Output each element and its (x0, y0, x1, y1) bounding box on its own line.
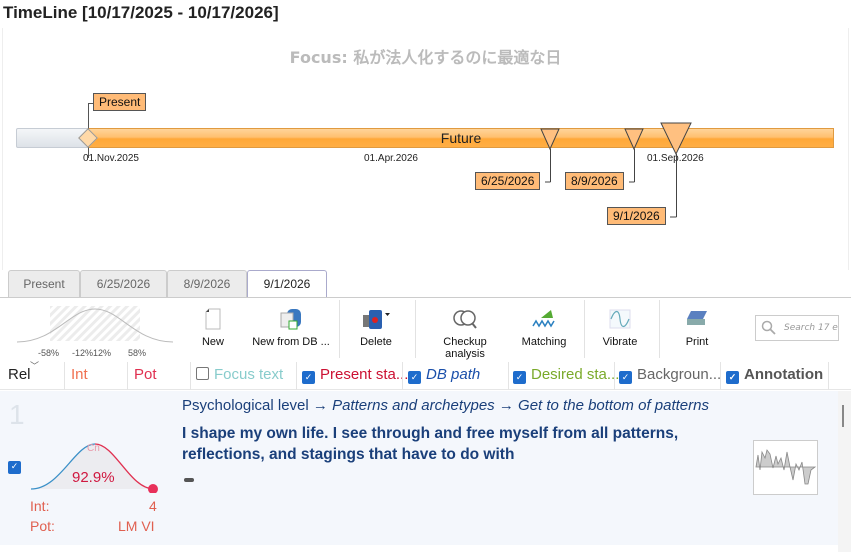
path-mid: Patterns and archetypes (332, 397, 495, 414)
column-label: DB path (426, 366, 481, 383)
waveform-thumbnail (753, 440, 818, 495)
marker-triangle-icon (624, 128, 644, 151)
checkup-analysis-button[interactable]: Checkup analysis (422, 306, 508, 360)
timeline-future-bar[interactable]: Future (88, 128, 834, 148)
printer-icon (687, 311, 707, 325)
focus-title: Focus: 私が法人化するのに最適な日 (289, 48, 562, 67)
column-annotation[interactable]: ✓ Annotation (726, 366, 823, 384)
marker-triangle-icon (660, 122, 692, 156)
column-label: Backgroun... (637, 366, 722, 383)
column-label: Present sta... (320, 366, 409, 383)
column-background[interactable]: ✓ Backgroun... (619, 366, 721, 384)
column-int[interactable]: Int (71, 366, 88, 383)
curve-label: Cn (87, 443, 100, 454)
button-label: New from DB ... (252, 336, 330, 348)
tab-6-25-2026[interactable]: 6/25/2026 (80, 270, 167, 297)
checkbox[interactable]: ✓ (513, 371, 526, 384)
present-connector-h (88, 103, 93, 104)
distribution-icon (16, 306, 174, 343)
column-rel[interactable]: Rel (8, 366, 31, 383)
button-label: Vibrate (602, 336, 638, 348)
search-input[interactable]: Search 17 entries (755, 315, 839, 341)
dist-label: 58% (128, 348, 147, 358)
column-header-row: ﹀ Rel Int Pot Focus text ✓Present sta...… (0, 362, 851, 390)
window-title: TimeLine [10/17/2025 - 10/17/2026] (3, 3, 279, 22)
print-button[interactable]: Print (680, 306, 714, 348)
bell-curve-icon (30, 443, 158, 493)
search-icon (761, 320, 776, 335)
dist-label: -58% (38, 348, 60, 358)
button-label: Delete (360, 336, 392, 348)
column-label: Focus text (214, 366, 284, 383)
new-button[interactable]: New (196, 306, 230, 348)
database-add-icon (280, 309, 301, 330)
present-label[interactable]: Present (93, 93, 147, 111)
checkbox[interactable] (196, 367, 209, 380)
checkbox[interactable]: ✓ (619, 371, 632, 384)
new-document-icon (205, 308, 221, 330)
int-label: Int: (30, 498, 50, 514)
int-value: 4 (149, 498, 157, 514)
checkup-clock-icon (453, 310, 477, 329)
tab-9-1-2026[interactable]: 9/1/2026 (247, 270, 327, 298)
tick-label: 01.Sep.2026 (647, 153, 704, 164)
path-arrow: → (312, 397, 328, 414)
match-percent: 92.9% (72, 469, 115, 486)
matching-icon (532, 310, 555, 328)
column-desired-state[interactable]: ✓ Desired sta... (513, 366, 619, 384)
annotation-text: I shape my own life. I see through and f… (182, 425, 679, 463)
tab-8-9-2026[interactable]: 8/9/2026 (167, 270, 247, 297)
delete-button[interactable]: Delete (355, 306, 397, 348)
checkbox[interactable]: ✓ (302, 371, 315, 384)
sort-chevron-icon[interactable]: ﹀ (30, 362, 40, 372)
button-label: New (201, 336, 224, 348)
toolbar: -58% -12% 12% 58% New New from DB ... De… (0, 297, 851, 360)
delete-icon (363, 310, 390, 329)
sine-wave-icon (609, 309, 631, 329)
tick-label: 01.Apr.2026 (364, 153, 418, 164)
matching-button[interactable]: Matching (520, 306, 568, 348)
dist-label: 12% (93, 348, 112, 358)
vertical-scrollbar[interactable] (838, 391, 851, 552)
button-label: Print (685, 336, 709, 348)
marker-label[interactable]: 6/25/2026 (475, 172, 541, 190)
new-from-db-button[interactable]: New from DB ... (249, 306, 333, 348)
db-path[interactable]: Psychological level → Patterns and arche… (182, 397, 709, 414)
pot-label: Pot: (30, 518, 55, 534)
marker-triangles (540, 122, 692, 218)
column-db-path[interactable]: ✓ DB path (408, 366, 480, 384)
dist-label: -12% (72, 348, 94, 358)
timeline-panel (2, 28, 849, 270)
relevance-number: 1 (9, 399, 25, 430)
tab-present[interactable]: Present (8, 270, 80, 297)
column-pot[interactable]: Pot (134, 366, 157, 383)
column-present-state[interactable]: ✓ Present sta... (302, 366, 408, 384)
tick-label: 01.Nov.2025 (83, 153, 139, 164)
scrollbar-thumb[interactable] (842, 405, 844, 427)
button-label: Checkup analysis (443, 336, 487, 360)
path-leaf: Get to the bottom of patterns (518, 397, 709, 414)
marker-label[interactable]: 9/1/2026 (607, 207, 666, 225)
pencil-icon[interactable] (184, 478, 194, 482)
column-label: Annotation (744, 366, 824, 383)
checkbox[interactable]: ✓ (726, 371, 739, 384)
table-row[interactable]: 1 ✓ Cn 92.9% Int: 4 Pot: LM VI Psycholog… (0, 391, 838, 545)
button-label: Matching (521, 336, 567, 348)
column-label: Desired sta... (531, 366, 620, 383)
path-arrow: → (498, 397, 514, 414)
marker-triangle-icon (540, 128, 560, 151)
row-checkbox[interactable]: ✓ (8, 461, 21, 474)
checkbox[interactable]: ✓ (408, 371, 421, 384)
pot-value: LM VI (118, 518, 155, 534)
marker-label[interactable]: 8/9/2026 (565, 172, 624, 190)
path-root: Psychological level (182, 397, 309, 414)
column-focus-text[interactable]: Focus text (196, 366, 283, 383)
vibrate-button[interactable]: Vibrate (600, 306, 640, 348)
